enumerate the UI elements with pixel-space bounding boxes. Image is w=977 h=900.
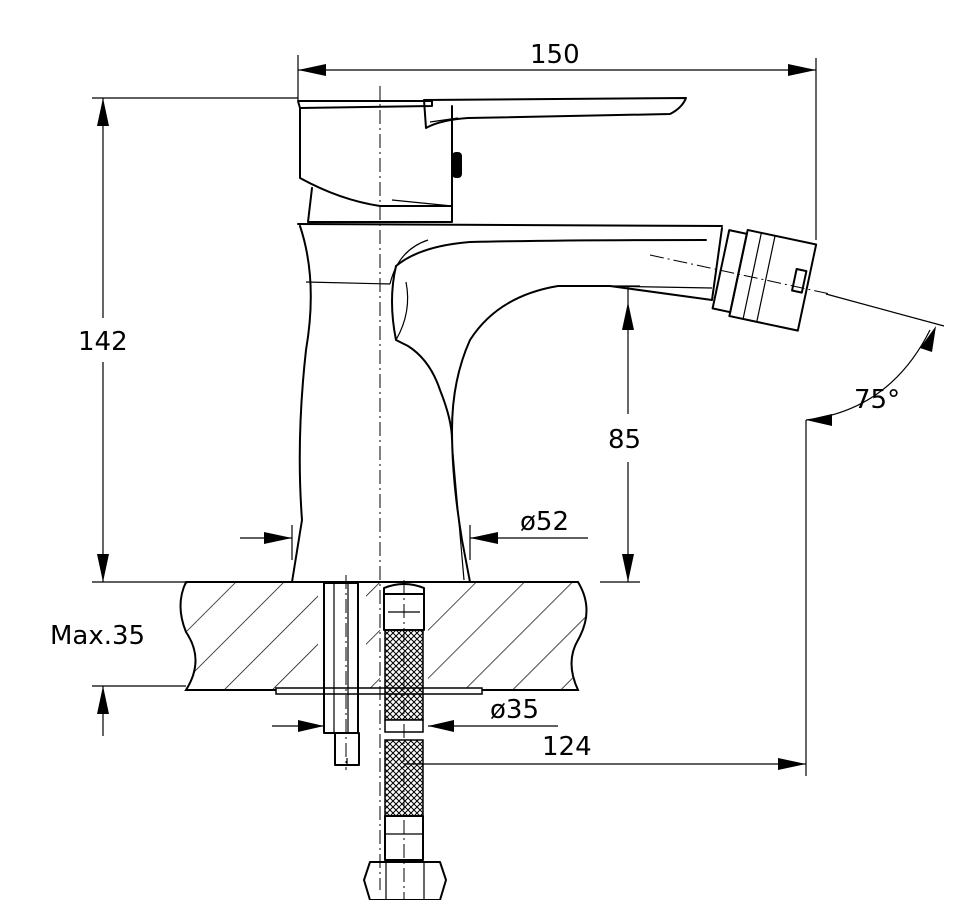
dim-body-diameter-label: ø52	[520, 507, 569, 537]
bidet-nozzle	[711, 228, 818, 332]
center-lines	[345, 86, 831, 900]
dimension-labels: 150 142 85 ø52 Max.35 ø35 124 75°	[50, 40, 900, 762]
dim-spout-height-label: 85	[608, 425, 641, 455]
dim-reach-label: 124	[542, 732, 592, 762]
dimension-lines	[92, 55, 945, 776]
dim-height-label: 142	[78, 327, 128, 357]
dim-max-deck-label: Max.35	[50, 621, 145, 651]
faucet-body	[291, 97, 723, 583]
dim-width-label: 150	[530, 40, 580, 70]
dim-angle-label: 75°	[854, 385, 900, 415]
dim-hole-diameter-label: ø35	[490, 695, 539, 725]
